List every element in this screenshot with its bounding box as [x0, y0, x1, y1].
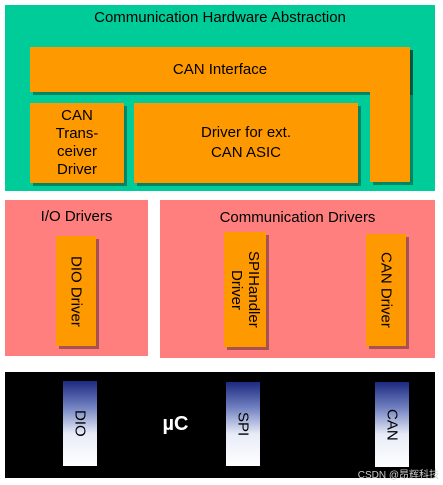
can-transceiver-driver-block: CAN Trans- ceiver Driver	[30, 103, 124, 183]
spi-handler-driver-block: SPIHandler Driver	[224, 232, 266, 347]
io-drivers-title: I/O Drivers	[40, 208, 113, 225]
driver-ext-can-asic-block: Driver for ext. CAN ASIC	[134, 103, 358, 183]
spi-handler-driver-label: SPIHandler Driver	[228, 251, 262, 328]
can-peripheral-label: CAN	[383, 408, 401, 441]
can-peripheral: CAN	[375, 382, 409, 467]
can-interface-block	[30, 47, 410, 92]
driver-ext-can-asic-label: Driver for ext. CAN ASIC	[200, 124, 291, 161]
dio-peripheral-label: DIO	[71, 410, 89, 437]
can-driver-label: CAN Driver	[377, 252, 395, 328]
dio-peripheral: DIO	[63, 381, 97, 466]
microcontroller-label: µC	[162, 413, 189, 435]
communication-hardware-abstraction-title: Communication Hardware Abstraction	[94, 9, 346, 26]
spi-peripheral: SPI	[226, 382, 260, 466]
dio-driver-block: DIO Driver	[56, 236, 96, 346]
can-driver-block: CAN Driver	[366, 234, 406, 346]
communication-drivers-title: Communication Drivers	[219, 209, 376, 226]
dio-driver-label: DIO Driver	[67, 255, 85, 327]
can-transceiver-driver-label: CAN Trans- ceiver Driver	[55, 107, 99, 178]
watermark-text: CSDN @昂辉科技	[357, 470, 439, 481]
can-interface-block-extension	[370, 47, 410, 182]
spi-peripheral-label: SPI	[234, 411, 252, 437]
can-interface-label: CAN Interface	[172, 61, 268, 78]
